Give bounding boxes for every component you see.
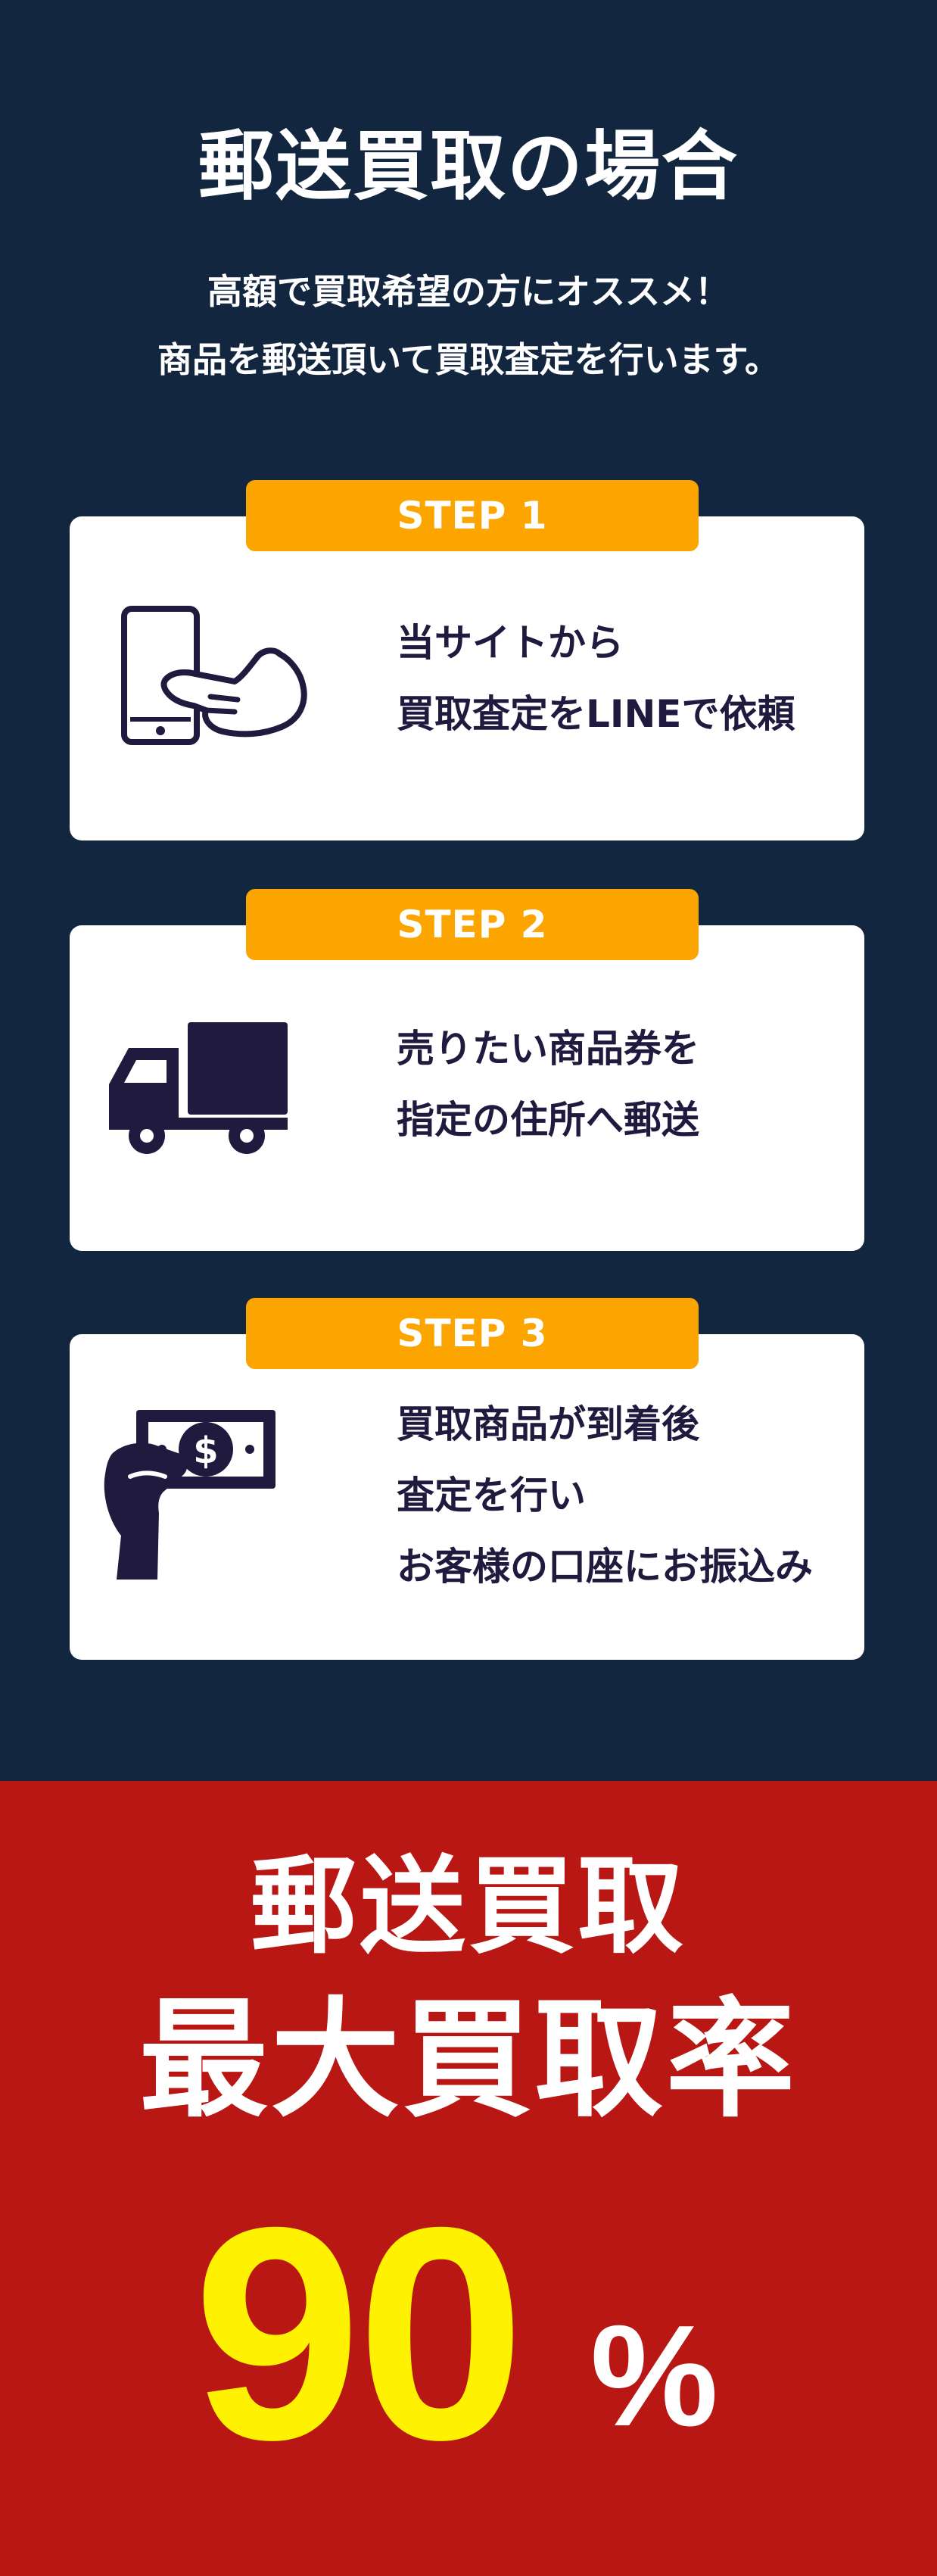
page-title: 郵送買取の場合 xyxy=(198,122,739,211)
subtitle-line-1: 高額で買取希望の方にオススメ！ xyxy=(207,271,730,312)
max-rate-banner xyxy=(0,1781,937,2576)
delivery-truck-icon xyxy=(106,1022,288,1160)
max-rate-percent-sign: % xyxy=(590,2296,718,2456)
promo-max-rate-heading: 最大買取率 xyxy=(139,1985,798,2135)
step-3-line-2: 査定を行い xyxy=(397,1474,586,1517)
step-2-description: 売りたい商品券を 指定の住所へ郵送 xyxy=(397,1013,699,1155)
step-3-badge: STEP 3 xyxy=(246,1298,699,1369)
smartphone-tap-icon xyxy=(121,606,310,747)
step-3-line-1: 買取商品が到着後 xyxy=(397,1402,699,1446)
step-1-badge: STEP 1 xyxy=(246,480,699,551)
step-1-line-2: 買取査定をLINEで依頼 xyxy=(397,692,795,736)
promo-mail-purchase-heading: 郵送買取 xyxy=(250,1845,686,1969)
step-3-line-3: お客様の口座にお振込み xyxy=(397,1545,813,1589)
step-3-description: 買取商品が到着後 査定を行い お客様の口座にお振込み xyxy=(397,1389,813,1602)
step-1-card: 当サイトから 買取査定をLINEで依頼 xyxy=(70,516,864,840)
step-1-line-1: 当サイトから xyxy=(397,621,624,665)
step-2-card: 売りたい商品券を 指定の住所へ郵送 xyxy=(70,925,864,1251)
step-2-line-2: 指定の住所へ郵送 xyxy=(397,1098,699,1142)
max-rate-value: 90 xyxy=(193,2164,525,2503)
step-2-line-1: 売りたい商品券を xyxy=(397,1027,699,1071)
step-3-card: $ 買取商品が到着後 査定を行い お客様の口座にお振込み xyxy=(70,1334,864,1660)
step-1-description: 当サイトから 買取査定をLINEで依頼 xyxy=(397,607,795,750)
subtitle-line-2: 商品を郵送頂いて買取査定を行います。 xyxy=(157,339,780,380)
svg-text:$: $ xyxy=(193,1430,218,1472)
step-2-badge: STEP 2 xyxy=(246,889,699,960)
hand-cash-icon: $ xyxy=(100,1407,279,1581)
